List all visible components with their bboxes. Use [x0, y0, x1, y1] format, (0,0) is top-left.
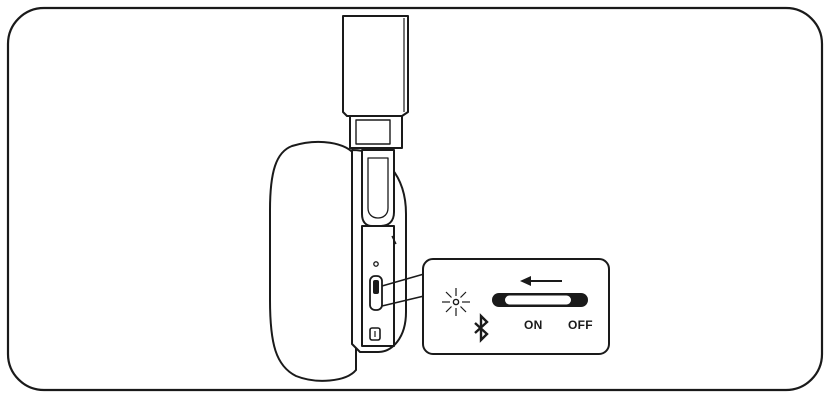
diagram-border: [6, 6, 824, 392]
arrow-left-icon: [520, 276, 562, 286]
yoke-inner: [367, 157, 389, 219]
on-label: ON: [524, 318, 543, 332]
indicator-led: [373, 261, 379, 267]
headphone-illustration: [269, 15, 409, 382]
mic-notch: [391, 235, 397, 245]
off-label: OFF: [568, 318, 593, 332]
headband-top: [342, 15, 409, 117]
slider-inner: [355, 119, 391, 145]
power-switch-knob: [373, 280, 379, 294]
leader-line-top: [381, 273, 425, 287]
leader-line-bottom: [381, 295, 425, 307]
slider-slot: [505, 295, 571, 305]
ear-cushion: [269, 140, 357, 382]
leader-lines: [381, 273, 425, 307]
led-flash-icon: [442, 288, 470, 316]
power-slider-illustration: [492, 293, 588, 307]
bluetooth-icon: [474, 313, 489, 343]
